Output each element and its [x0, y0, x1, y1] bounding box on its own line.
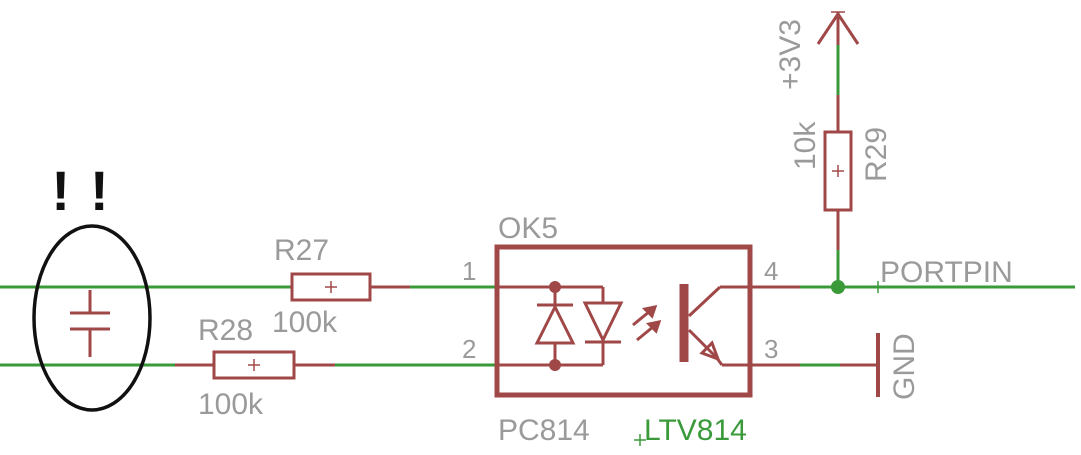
origin-marks [634, 281, 884, 446]
junction-opto-top [549, 281, 561, 293]
label-power-3v3: +3V3 [774, 19, 807, 90]
junction-opto-bottom [549, 359, 561, 371]
supply-arrow-3v3 [816, 11, 860, 45]
label-r29-value: 10k [789, 121, 822, 170]
label-gnd: GND [888, 333, 921, 400]
optocoupler-ok5[interactable] [494, 244, 800, 398]
pin-3-label: 3 [764, 334, 778, 364]
resistor-r27[interactable] [290, 272, 410, 302]
label-r27-value: 100k [272, 306, 338, 339]
label-r27-name: R27 [274, 234, 329, 267]
label-portpin: PORTPIN [880, 256, 1013, 289]
wires [0, 45, 1075, 367]
junction-portpin [831, 280, 845, 294]
resistor-r29[interactable] [823, 95, 853, 250]
label-r28-name: R28 [198, 314, 253, 347]
junctions [549, 280, 845, 371]
label-ok5-alt-part: LTV814 [644, 414, 747, 447]
label-r29-name: R29 [860, 127, 893, 182]
pin-2-label: 2 [462, 334, 476, 364]
warning-ellipse [32, 224, 152, 412]
pin-4-label: 4 [764, 256, 778, 286]
label-r28-value: 100k [198, 388, 264, 421]
warning-mark: !! [51, 159, 128, 222]
resistor-r28[interactable] [175, 350, 335, 380]
pin-1-label: 1 [462, 256, 476, 286]
label-ok5-name: OK5 [498, 212, 558, 245]
optocoupler-body [494, 244, 753, 398]
components [70, 11, 880, 398]
capacitor-symbol [70, 290, 110, 357]
gnd-symbol [840, 333, 880, 397]
label-ok5-part: PC814 [498, 414, 590, 447]
